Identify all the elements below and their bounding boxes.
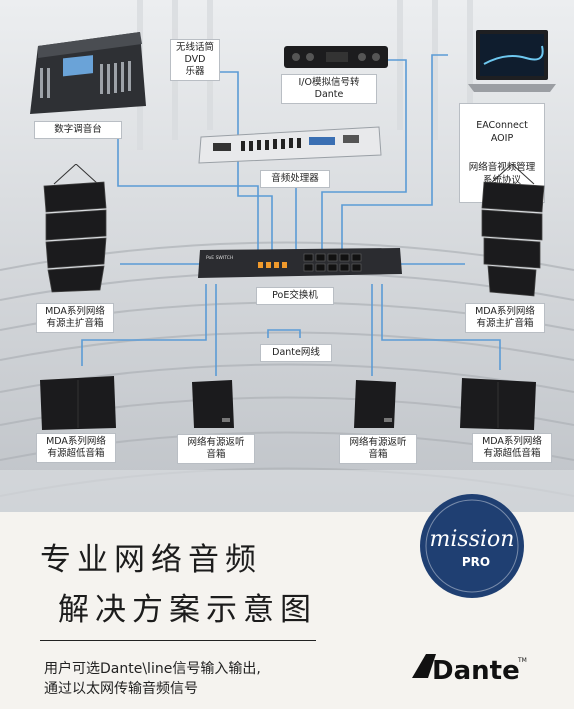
dante-tm-text: TM [517,657,527,664]
laptop-label-sub: 网络音视频管理 系统协议 [468,162,536,186]
left-main-speaker-device [43,164,107,293]
dante-cable-label: Dante网线 [260,344,332,362]
heading-divider [40,640,316,641]
digital-mixer-device [30,32,146,114]
mission-brand-text: mission [430,527,515,552]
left-monitor-speaker-device [192,380,234,428]
laptop-device [468,30,556,92]
processor-label: 音频处理器 [260,170,330,188]
right-main-label: MDA系列网络 有源主扩音箱 [465,303,545,333]
mission-pro-logo: mission PRO [420,494,524,598]
footer-panel: 专业网络音频 解决方案示意图 用户可选Dante\line信号输入输出, 通过以… [0,494,574,709]
left-main-label: MDA系列网络 有源主扩音箱 [36,303,114,333]
wire-dvd [218,71,273,250]
dante-brand-text: Dante [432,656,520,686]
audio-processor-device [198,126,382,164]
right-monitor-label: 网络有源返听 音箱 [339,434,417,464]
wire-mixer [117,130,259,250]
left-sub-label: MDA系列网络 有源超低音箱 [36,433,116,463]
dvd-label: 无线话筒 DVD 乐器 [170,39,220,81]
laptop-label-title: EAConnect AOIP [476,120,528,144]
right-monitor-speaker-device [354,380,396,428]
note-line-1: 用户可选Dante\line信号输入输出, [44,661,261,677]
mixer-label: 数字调音台 [34,121,122,139]
note-line-2: 通过以太网传输音频信号 [44,681,198,697]
wire-dante-sample [267,329,301,338]
wire-laptop [341,54,448,250]
connection-wires [81,54,501,376]
wire-left-sub [81,284,207,366]
switch-label: PoE交换机 [256,287,334,305]
switch-brand-text: PoE SWITCH [206,255,233,261]
io-label: I/O模拟信号转 Dante [281,74,377,104]
left-sub-speaker-device [40,376,116,430]
heading-line-2: 解决方案示意图 [58,592,317,628]
left-monitor-label: 网络有源返听 音箱 [177,434,255,464]
poe-switch-device: PoE SWITCH [198,248,402,278]
mission-pro-text: PRO [462,555,490,569]
right-sub-label: MDA系列网络 有源超低音箱 [472,433,552,463]
io-converter-device [284,46,388,68]
network-diagram: 数字调音台 无线话筒 DVD 乐器 I/O模拟信号转 Dante EAConne… [0,0,574,512]
wire-right-sub [381,284,501,370]
heading-line-1: 专业网络音频 [40,542,262,578]
right-sub-speaker-device [460,378,536,430]
wire-io [321,59,407,250]
dante-logo: Dante TM [412,654,527,686]
right-main-speaker-device [481,164,545,297]
